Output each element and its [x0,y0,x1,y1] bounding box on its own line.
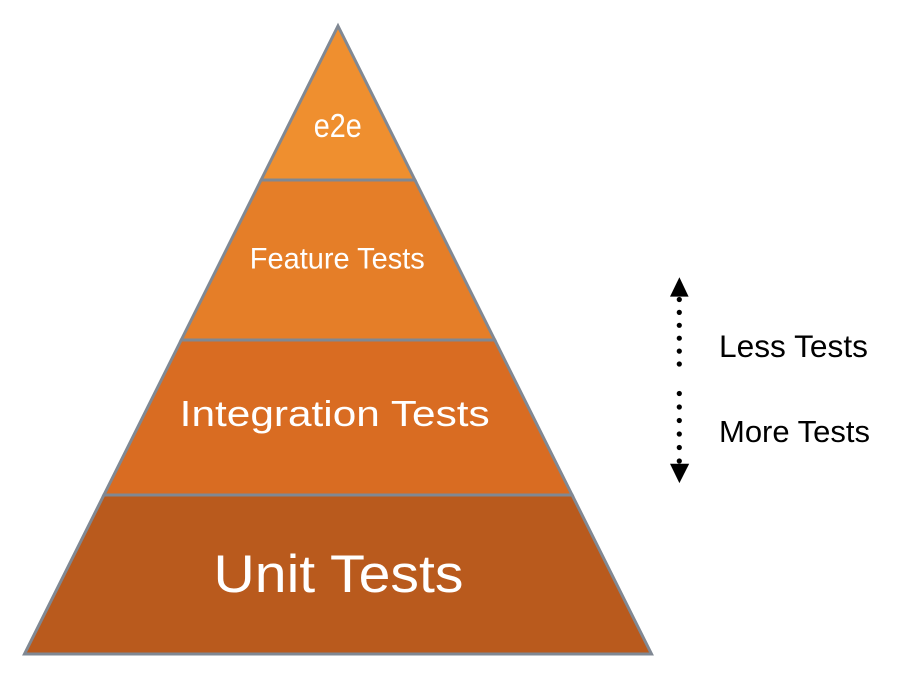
svg-text:Integration Tests: Integration Tests [180,393,490,434]
svg-text:Feature Tests: Feature Tests [250,243,425,276]
svg-text:Unit Tests: Unit Tests [214,545,464,604]
svg-text:More Tests: More Tests [719,415,870,449]
svg-text:Less Tests: Less Tests [719,328,868,364]
svg-text:e2e: e2e [314,107,362,144]
